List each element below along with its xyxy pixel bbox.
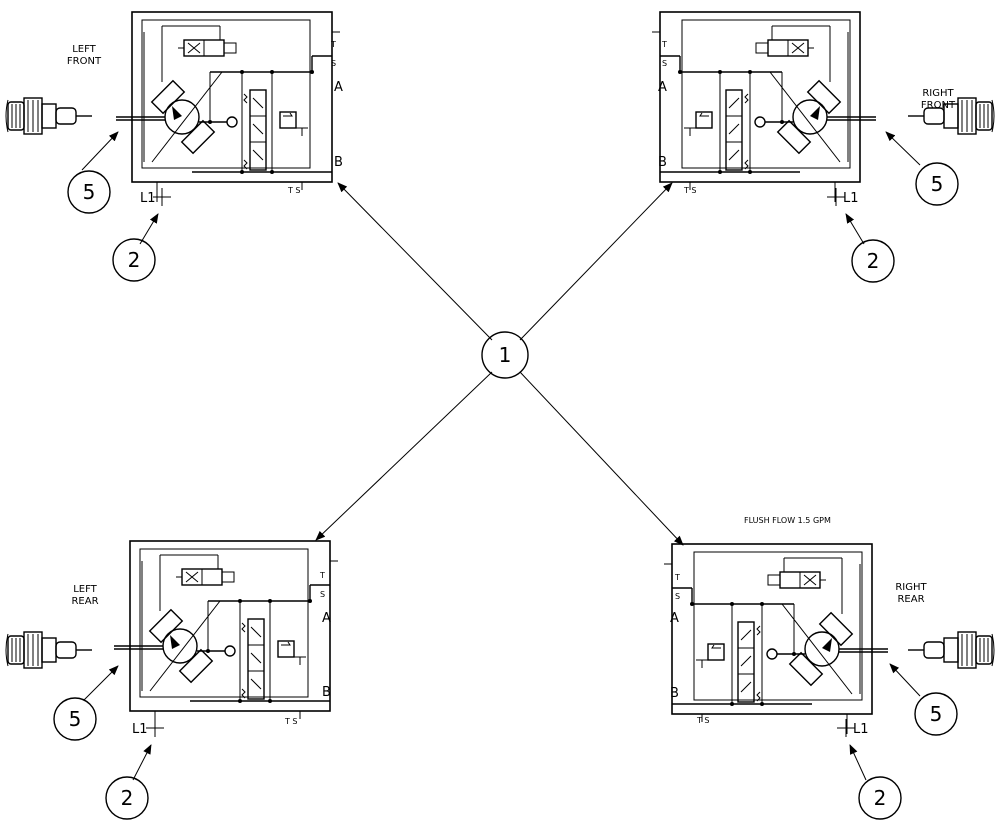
- flush-flow-note: FLUSH FLOW 1.5 GPM: [744, 516, 831, 525]
- port-s-label: S: [662, 59, 667, 68]
- port-s-label: S: [675, 592, 680, 601]
- drain-leader: [139, 213, 159, 245]
- drain-callout-text: 2: [874, 786, 887, 810]
- unit-name-line2: REAR: [71, 596, 98, 607]
- unit-right-front: RIGHT FRONT T S A B T S L1 5 2: [651, 11, 995, 283]
- valve-block-left-rear: [113, 540, 339, 732]
- drain-leader: [849, 744, 867, 781]
- motor-callout-circle: [914, 692, 958, 736]
- motor-leader: [81, 131, 119, 171]
- motor-callout-text: 5: [930, 702, 943, 726]
- hub-callout: 1: [481, 331, 529, 379]
- hub-leaders: [315, 182, 684, 546]
- unit-right-rear: FLUSH FLOW 1.5 GPM RIGHT REAR T S A B T …: [663, 516, 995, 820]
- port-b-label: B: [658, 155, 667, 170]
- port-a-label: A: [670, 611, 679, 626]
- port-t-label: T: [661, 40, 667, 49]
- drain-callout-circle: [851, 239, 895, 283]
- drain-port-label: L1: [843, 191, 859, 206]
- valve-block-right-rear: [663, 543, 889, 735]
- port-s-label: S: [331, 59, 336, 68]
- port-b-label: B: [334, 155, 343, 170]
- port-ts-label: T S: [287, 186, 301, 195]
- motor-leader: [889, 663, 921, 697]
- hub-callout-text: 1: [499, 343, 512, 367]
- motor-leader: [885, 131, 921, 166]
- motor-callout-circle: [53, 697, 97, 741]
- unit-name-line2: REAR: [897, 594, 924, 605]
- port-t-label: T: [674, 573, 680, 582]
- motor-callout-text: 5: [931, 172, 944, 196]
- unit-name-line1: LEFT: [73, 584, 97, 595]
- unit-name-line1: RIGHT: [922, 88, 954, 99]
- drain-port-label: L1: [140, 191, 156, 206]
- drain-callout-circle: [105, 776, 149, 820]
- port-ts-label: T S: [683, 186, 697, 195]
- wheel-motor-left-rear: [5, 631, 93, 669]
- port-t-label: T: [319, 571, 325, 580]
- port-ts-label: T S: [284, 717, 298, 726]
- port-t-label: T: [330, 40, 336, 49]
- unit-left-front: LEFT FRONT T S A B T S L1 5 2: [5, 11, 343, 282]
- unit-name-line1: LEFT: [72, 44, 96, 55]
- drain-port-label: L1: [132, 722, 148, 737]
- motor-leader: [83, 665, 119, 701]
- drain-leader: [132, 744, 152, 781]
- drain-callout-text: 2: [867, 249, 880, 273]
- hub-callout-circle: [481, 331, 529, 379]
- port-a-label: A: [658, 80, 667, 95]
- unit-name-line2: FRONT: [921, 100, 956, 111]
- port-b-label: B: [322, 685, 331, 700]
- port-a-label: A: [322, 611, 331, 626]
- unit-name-line1: RIGHT: [895, 582, 927, 593]
- drain-leader: [845, 213, 865, 245]
- wheel-motor-left-front: [5, 97, 93, 135]
- motor-callout-circle: [67, 170, 111, 214]
- unit-left-rear: LEFT REAR T S A B T S L1 5 2: [5, 540, 339, 820]
- port-a-label: A: [334, 80, 343, 95]
- port-s-label: S: [320, 590, 325, 599]
- motor-callout-text: 5: [83, 180, 96, 204]
- valve-block-left-front: [115, 11, 341, 203]
- drain-callout-text: 2: [121, 786, 134, 810]
- wheel-motor-right-rear: [907, 631, 995, 669]
- port-ts-label: T S: [696, 716, 710, 725]
- drain-port-label: L1: [853, 722, 869, 737]
- drain-callout-text: 2: [128, 248, 141, 272]
- motor-callout-text: 5: [69, 707, 82, 731]
- unit-name-line2: FRONT: [67, 56, 102, 67]
- drain-callout-circle: [112, 238, 156, 282]
- port-b-label: B: [670, 686, 679, 701]
- valve-block-right-front: [651, 11, 877, 203]
- drain-callout-circle: [858, 776, 902, 820]
- motor-callout-circle: [915, 162, 959, 206]
